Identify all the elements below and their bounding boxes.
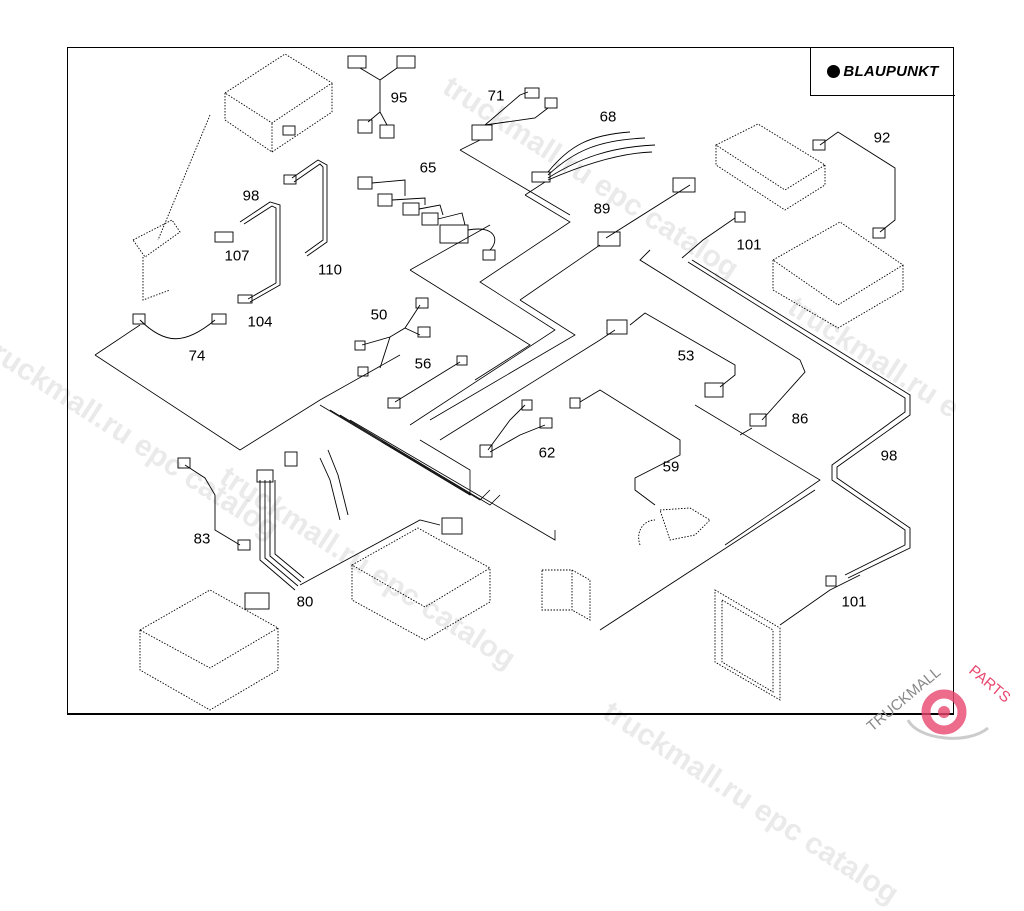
part-98-long-cable — [687, 259, 911, 579]
callout-65: 65 — [419, 159, 437, 177]
part-65-connectors — [357, 176, 496, 261]
filled-circle-icon — [827, 64, 841, 78]
part-53-cable — [606, 312, 736, 398]
logo-text-right: PARTS — [965, 662, 1013, 706]
callout-101: 101 — [736, 236, 762, 254]
brand-box: BLAUPUNKT — [810, 47, 955, 96]
monitor — [714, 589, 781, 701]
callout-98b: 98 — [880, 447, 898, 465]
parts-diagram: truckmall.ru epc catalog truckmall.ru ep… — [0, 47, 1014, 911]
part-59-cable — [569, 389, 681, 506]
cd-changer — [772, 221, 904, 329]
callout-92: 92 — [873, 129, 891, 147]
part-86-cable — [639, 249, 806, 427]
callout-56: 56 — [414, 355, 432, 373]
part-101-connector — [681, 211, 746, 259]
part-92-cable — [812, 131, 896, 239]
radio-unit — [139, 589, 279, 711]
part-56-cable — [387, 355, 468, 409]
callout-62: 62 — [538, 444, 556, 462]
part-104-connector — [237, 294, 253, 304]
callout-110: 110 — [318, 261, 342, 279]
line-art — [94, 53, 911, 711]
part-80-harness — [244, 449, 463, 610]
callout-107: 107 — [224, 247, 250, 265]
part-68-wires — [531, 131, 656, 183]
part-83-cable — [177, 457, 251, 551]
gear-icon — [906, 689, 989, 740]
callout-83: 83 — [193, 530, 211, 548]
callout-53: 53 — [677, 347, 695, 365]
tuner-unit — [351, 527, 491, 641]
part-95-harness — [347, 55, 416, 139]
callout-59: 59 — [662, 458, 680, 476]
callout-98: 98 — [242, 187, 260, 205]
callout-101b: 101 — [841, 593, 867, 611]
diagram-frame — [67, 47, 954, 715]
part-101-lower — [779, 574, 861, 626]
callout-71: 71 — [487, 87, 505, 105]
part-107-connector — [214, 231, 234, 243]
part-74-cable — [132, 313, 227, 340]
callout-104: 104 — [247, 313, 273, 331]
callout-95: 95 — [390, 89, 408, 107]
amplifier-unit — [224, 53, 333, 153]
callout-50: 50 — [370, 306, 388, 324]
handset — [638, 507, 711, 546]
camera-cable — [599, 489, 816, 631]
part-71-harness — [471, 87, 558, 141]
callout-86: 86 — [791, 410, 809, 428]
brand-name: BLAUPUNKT — [843, 62, 939, 80]
part-110-cable — [283, 159, 328, 257]
callout-80: 80 — [296, 593, 314, 611]
callout-89: 89 — [593, 200, 611, 218]
truckmallparts-logo: TRUCKMALL PARTS — [864, 662, 1014, 740]
navigation-unit — [715, 123, 826, 211]
antenna — [132, 114, 211, 301]
part-98-cable — [239, 201, 281, 303]
leader-lines — [94, 139, 821, 546]
callout-68: 68 — [599, 108, 617, 126]
camera — [541, 569, 591, 621]
part-62-harness — [479, 399, 553, 458]
part-89-cable — [597, 177, 696, 247]
callout-74: 74 — [188, 347, 206, 365]
part-50-harness — [354, 297, 431, 377]
